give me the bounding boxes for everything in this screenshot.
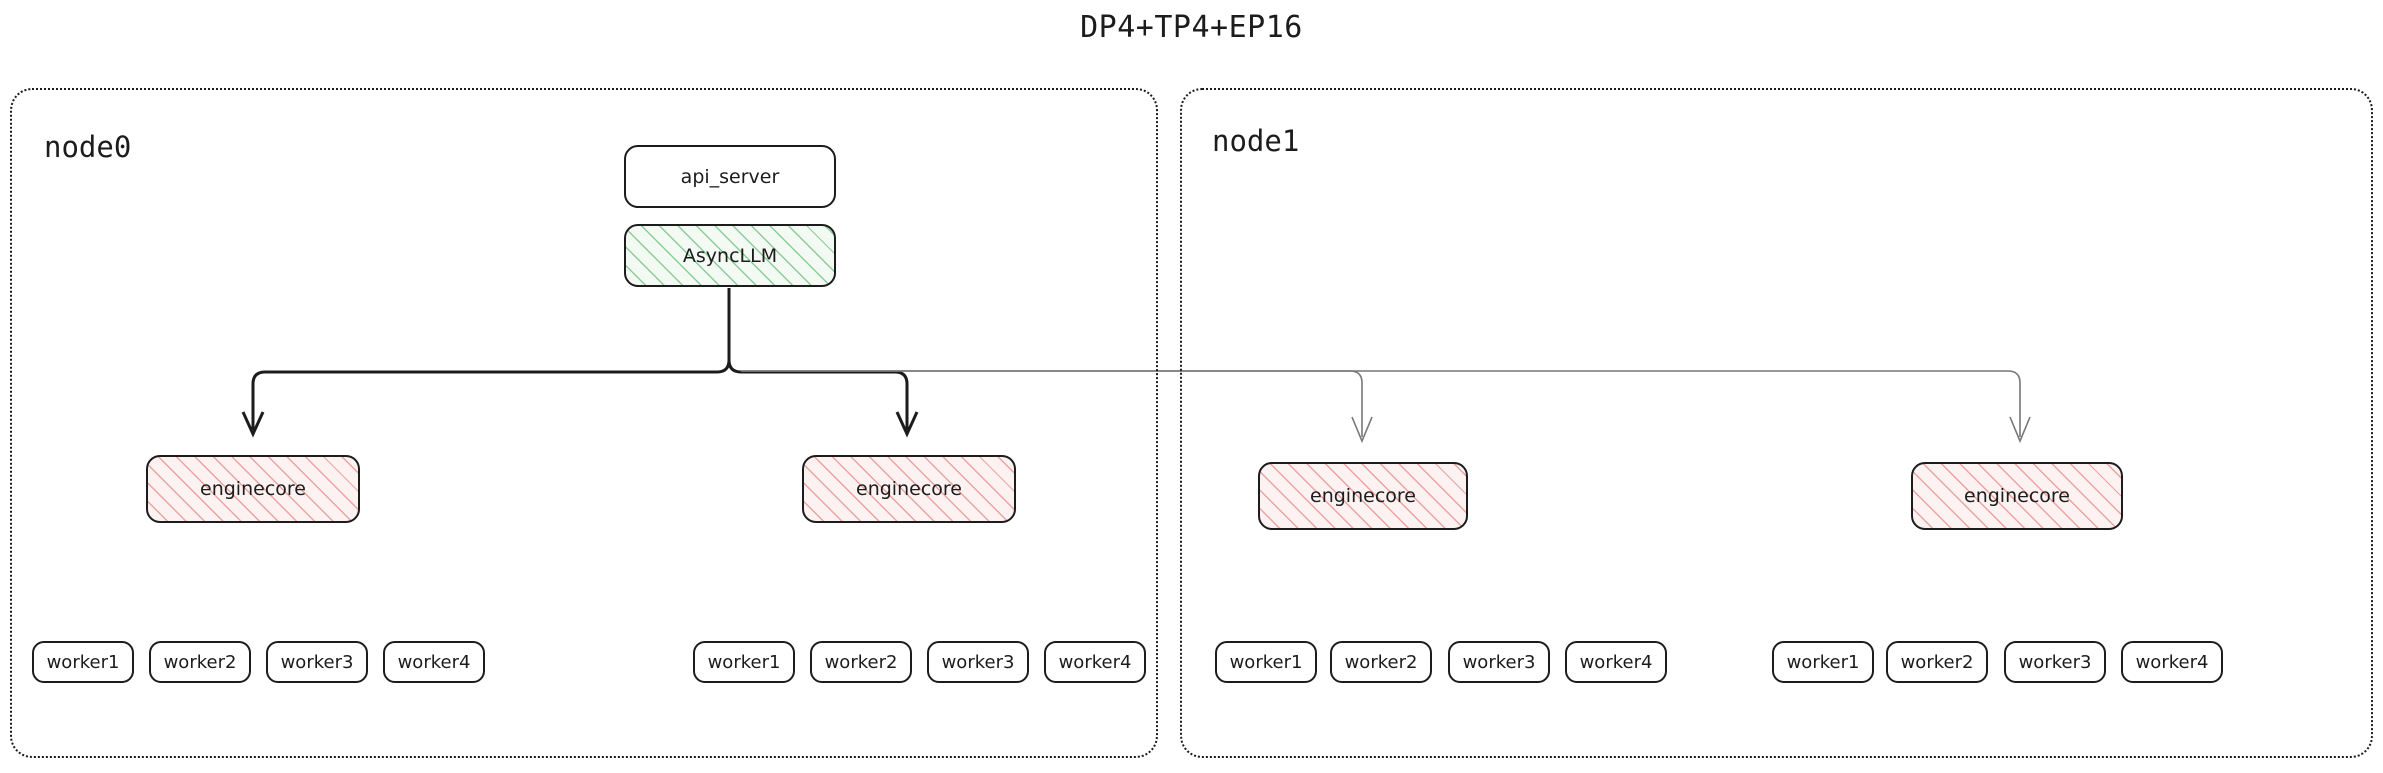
node-label-node0: node0 — [44, 130, 132, 164]
node-container-node0 — [10, 88, 1158, 758]
box-worker[interactable]: worker4 — [1044, 641, 1146, 683]
box-worker[interactable]: worker1 — [693, 641, 795, 683]
box-worker[interactable]: worker3 — [927, 641, 1029, 683]
box-async-llm[interactable]: AsyncLLM — [624, 224, 836, 287]
box-worker[interactable]: worker3 — [1448, 641, 1550, 683]
box-worker[interactable]: worker2 — [1886, 641, 1988, 683]
box-worker[interactable]: worker2 — [149, 641, 251, 683]
box-worker[interactable]: worker4 — [2121, 641, 2223, 683]
box-worker[interactable]: worker1 — [1215, 641, 1317, 683]
box-enginecore[interactable]: enginecore — [146, 455, 360, 523]
node-container-node1 — [1180, 88, 2373, 758]
box-worker[interactable]: worker1 — [32, 641, 134, 683]
box-worker[interactable]: worker2 — [1330, 641, 1432, 683]
box-worker[interactable]: worker4 — [383, 641, 485, 683]
box-worker[interactable]: worker4 — [1565, 641, 1667, 683]
box-enginecore[interactable]: enginecore — [1258, 462, 1468, 530]
box-api-server[interactable]: api_server — [624, 145, 836, 208]
box-enginecore[interactable]: enginecore — [802, 455, 1016, 523]
box-worker[interactable]: worker1 — [1772, 641, 1874, 683]
box-worker[interactable]: worker3 — [266, 641, 368, 683]
box-enginecore[interactable]: enginecore — [1911, 462, 2123, 530]
page-title: DP4+TP4+EP16 — [1080, 10, 1303, 45]
box-worker[interactable]: worker2 — [810, 641, 912, 683]
node-label-node1: node1 — [1212, 124, 1300, 158]
box-worker[interactable]: worker3 — [2004, 641, 2106, 683]
